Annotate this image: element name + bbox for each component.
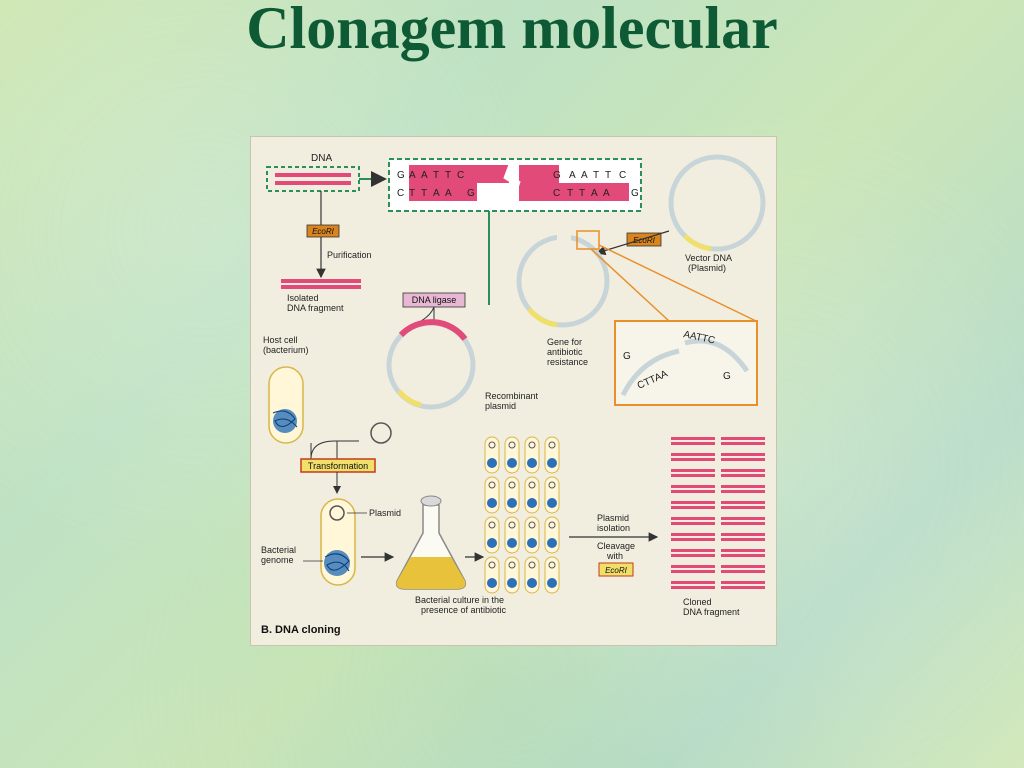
culture-medium — [396, 557, 466, 589]
ecori-box-3 — [598, 562, 634, 577]
seq-tl-3: T — [433, 170, 439, 181]
ecori-box-1 — [306, 224, 340, 238]
colony-grid — [484, 436, 560, 594]
seq-tl-2: A — [421, 170, 428, 181]
dna-label: DNA — [311, 153, 332, 164]
cut-plasmid-resistance-gene — [527, 307, 558, 328]
vector-resistance-gene — [683, 234, 712, 252]
transformation-join — [310, 440, 359, 460]
plasmid-isolation-label-2: isolation — [597, 523, 630, 533]
cleavage-label-1: Cleavage — [597, 541, 635, 551]
bacterial-label-1: Bacterial — [261, 545, 296, 555]
zoom-line-2 — [598, 244, 757, 322]
sequence-break — [503, 159, 521, 208]
slide-title: Clonagem molecular — [246, 0, 778, 61]
seq-tl-1: A — [409, 170, 416, 181]
sticky-right: G — [723, 371, 731, 382]
sequence-band-bottom-right — [519, 183, 629, 201]
dna-ligase-label: DNA ligase — [412, 295, 457, 305]
bacterium-genome-coil — [324, 553, 350, 572]
seq-tr-1: A — [569, 170, 576, 181]
gene-label-3: resistance — [547, 357, 588, 367]
cloned-fragments — [671, 437, 765, 589]
dna-strand-bottom — [275, 181, 351, 185]
vector-label-1: Vector DNA — [685, 253, 732, 263]
zoom-line-1 — [590, 248, 670, 322]
seq-tl-0: G — [397, 170, 405, 181]
seq-tr-4: T — [605, 170, 611, 181]
ecori-label-1: EcoRI — [312, 227, 335, 236]
vector-plasmid — [668, 154, 766, 252]
vector-label-2: (Plasmid) — [688, 263, 726, 273]
cloned-label-2: DNA fragment — [683, 607, 740, 617]
culture-label-2: presence of antibiotic — [421, 605, 507, 615]
gene-label-1: Gene for — [547, 337, 582, 347]
seq-bl-0: C — [397, 188, 404, 199]
cleavage-label-2: with — [606, 551, 623, 561]
panel-label: B. DNA cloning — [261, 624, 341, 636]
seq-br-5: G — [631, 188, 639, 199]
isolated-fragment-top — [281, 279, 361, 283]
transformation-box — [300, 458, 376, 473]
cut-site-highlight — [576, 230, 600, 250]
host-label-1: Host cell — [263, 335, 298, 345]
host-label-2: (bacterium) — [263, 345, 309, 355]
free-plasmid — [370, 422, 392, 444]
seq-tr-2: A — [581, 170, 588, 181]
culture-label-1: Bacterial culture in the — [415, 595, 504, 605]
cloned-label-1: Cloned — [683, 597, 712, 607]
plasmid-isolation-label-1: Plasmid — [597, 513, 629, 523]
seq-br-0: C — [553, 188, 560, 199]
flask-stopper — [420, 495, 442, 507]
dna-cloning-figure: DNA G A A T T C C T T A A G G A A T T C … — [250, 136, 777, 646]
seq-bl-2: T — [421, 188, 427, 199]
ecori-label-3: EcoRI — [605, 566, 628, 575]
seq-br-2: T — [579, 188, 585, 199]
purification-label: Purification — [327, 250, 372, 260]
plasmid-label: Plasmid — [369, 508, 401, 518]
sticky-end-inset — [614, 320, 758, 406]
recombinant-resistance-gene — [397, 389, 422, 408]
seq-bl-5: G — [467, 188, 475, 199]
seq-bl-4: A — [445, 188, 452, 199]
seq-br-4: A — [603, 188, 610, 199]
sequence-band-top-right — [519, 165, 559, 183]
bacterium-plasmid — [329, 505, 345, 521]
transformation-label: Transformation — [308, 461, 368, 471]
inset-strand-left — [620, 348, 680, 397]
recombinant-insert — [398, 319, 468, 341]
sequence-band-bottom-left — [409, 183, 477, 201]
dna-cloning-diagram: DNA G A A T T C C T T A A G G A A T T C … — [261, 153, 766, 636]
seq-tl-4: T — [445, 170, 451, 181]
seq-br-1: T — [567, 188, 573, 199]
recombinant-label-2: plasmid — [485, 401, 516, 411]
bacterial-label-2: genome — [261, 555, 294, 565]
isolated-fragment-bottom — [281, 285, 361, 289]
seq-tr-3: T — [593, 170, 599, 181]
gene-label-2: antibiotic — [547, 347, 583, 357]
seq-br-3: A — [591, 188, 598, 199]
inset-strand-right — [684, 338, 750, 373]
seq-bl-3: A — [433, 188, 440, 199]
host-genome-coil — [272, 410, 298, 428]
dna-dashed-box — [266, 166, 360, 192]
sequence-letters: G A A T T C C T T A A G G A A T T C C T … — [397, 170, 639, 199]
seq-tr-0: G — [553, 170, 561, 181]
isolated-label-2: DNA fragment — [287, 303, 344, 313]
sticky-left: G — [623, 351, 631, 362]
sequence-band-top-left — [409, 165, 509, 183]
recombinant-label-1: Recombinant — [485, 391, 539, 401]
dna-strand-top — [275, 173, 351, 177]
ecori-label-2: EcoRI — [633, 236, 656, 245]
isolated-label-1: Isolated — [287, 293, 319, 303]
seq-tl-5: C — [457, 170, 464, 181]
seq-tr-5: C — [619, 170, 626, 181]
seq-bl-1: T — [409, 188, 415, 199]
ligase-arrow — [420, 306, 435, 322]
cut-gap — [557, 233, 571, 243]
